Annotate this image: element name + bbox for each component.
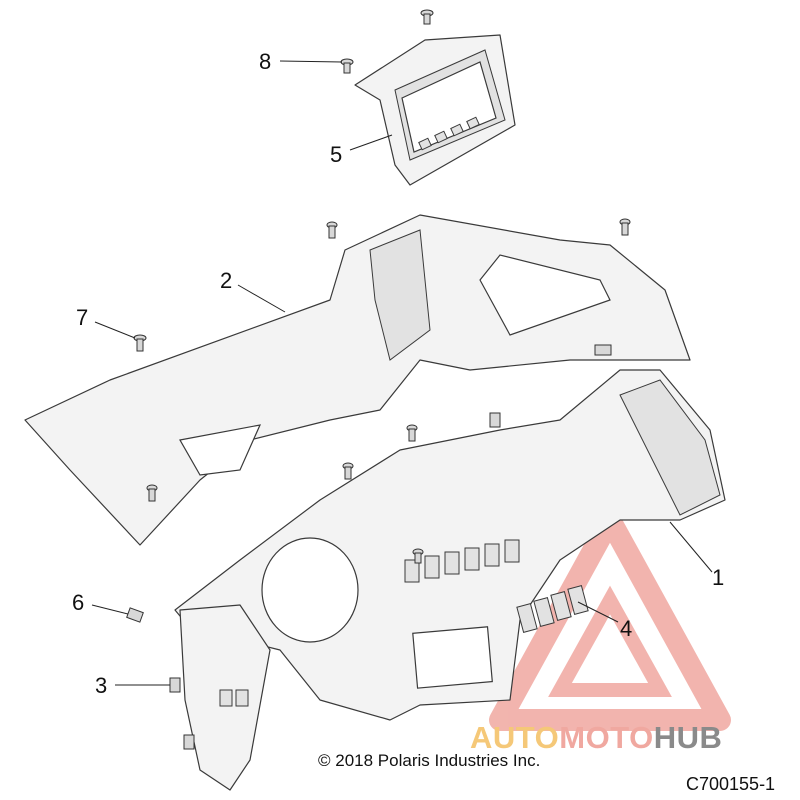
part-2-dash-top-panel [24, 214, 691, 546]
callout-1: 1 [712, 565, 724, 590]
figure-reference: C700155-1 [686, 774, 775, 794]
callout-6: 6 [72, 590, 84, 615]
callout-2: 2 [220, 268, 232, 293]
screw-d [342, 462, 354, 480]
clip-right [594, 344, 612, 356]
watermark-logo [489, 509, 731, 731]
watermark-auto: AUTO [470, 720, 559, 755]
screw-b [619, 218, 631, 236]
watermark-text: AUTOMOTOHUB [470, 720, 722, 755]
clip-low [183, 734, 195, 750]
screw-7 [133, 334, 147, 352]
screw-a [326, 221, 338, 239]
clip-mid [489, 412, 501, 428]
clip-3 [169, 677, 181, 693]
part-1-lower-left-panel [179, 604, 271, 791]
watermark-hub: HUB [654, 720, 723, 755]
screw-c [406, 424, 418, 442]
callout-3: 3 [95, 673, 107, 698]
callout-8: 8 [259, 49, 271, 74]
part-4-switch-covers [516, 585, 589, 633]
copyright-text: © 2018 Polaris Industries Inc. [318, 751, 540, 770]
clip-6 [126, 607, 144, 623]
watermark-moto: MOTO [559, 720, 653, 755]
leader-lines [91, 60, 713, 686]
callout-5: 5 [330, 142, 342, 167]
part-1-dash-frame [174, 369, 726, 721]
screw-top [420, 9, 434, 25]
callout-4: 4 [620, 616, 632, 641]
screw-8 [340, 58, 354, 74]
fastener-screws [126, 9, 631, 750]
screw-f [412, 548, 424, 564]
part-5-instrument-bezel [354, 34, 516, 186]
callout-labels: 8 5 2 7 1 4 6 3 [72, 49, 724, 698]
callout-7: 7 [76, 305, 88, 330]
screw-e [146, 484, 158, 502]
